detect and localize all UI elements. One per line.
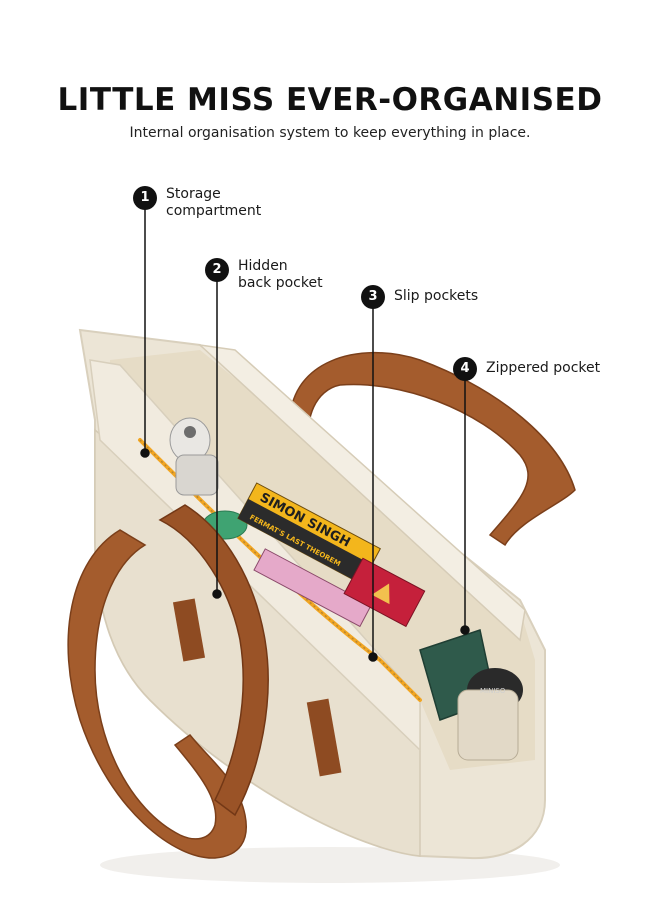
zipper-teeth (139, 439, 421, 701)
strap-tab-left (172, 598, 206, 662)
callout-pointers (140, 205, 470, 662)
pink-book (253, 548, 372, 628)
callout-slip-pockets: 3 Slip pockets (361, 285, 478, 309)
umbrella-brand-text: MINISO (480, 687, 506, 695)
callout-label: Hidden back pocket (238, 258, 323, 291)
callout-zippered-pocket: 4 Zippered pocket (453, 357, 600, 381)
callout-number-badge: 1 (133, 186, 157, 210)
water-bottle (169, 417, 219, 496)
back-pocket-panel (197, 343, 526, 642)
callout-storage-compartment: 1 Storage compartment (133, 186, 261, 220)
back-strap (289, 351, 576, 547)
callout-label: Zippered pocket (486, 360, 601, 376)
page-subtitle: Internal organisation system to keep eve… (129, 125, 531, 141)
front-strap-2 (158, 504, 269, 817)
front-strap (67, 529, 247, 859)
callout-label: Slip pockets (394, 288, 479, 304)
callout-number-badge: 4 (453, 357, 477, 381)
umbrella: MINISO (457, 668, 523, 761)
callout-hidden-back-pocket: 2 Hidden back pocket (205, 258, 323, 292)
callout-label: Storage compartment (166, 186, 262, 219)
callout-number-badge: 2 (205, 258, 229, 282)
strap-tab-right (306, 698, 342, 777)
callout-number-badge: 3 (361, 285, 385, 309)
page-title: LITTLE MISS EVER-ORGANISED (57, 82, 603, 118)
red-book (343, 557, 426, 628)
